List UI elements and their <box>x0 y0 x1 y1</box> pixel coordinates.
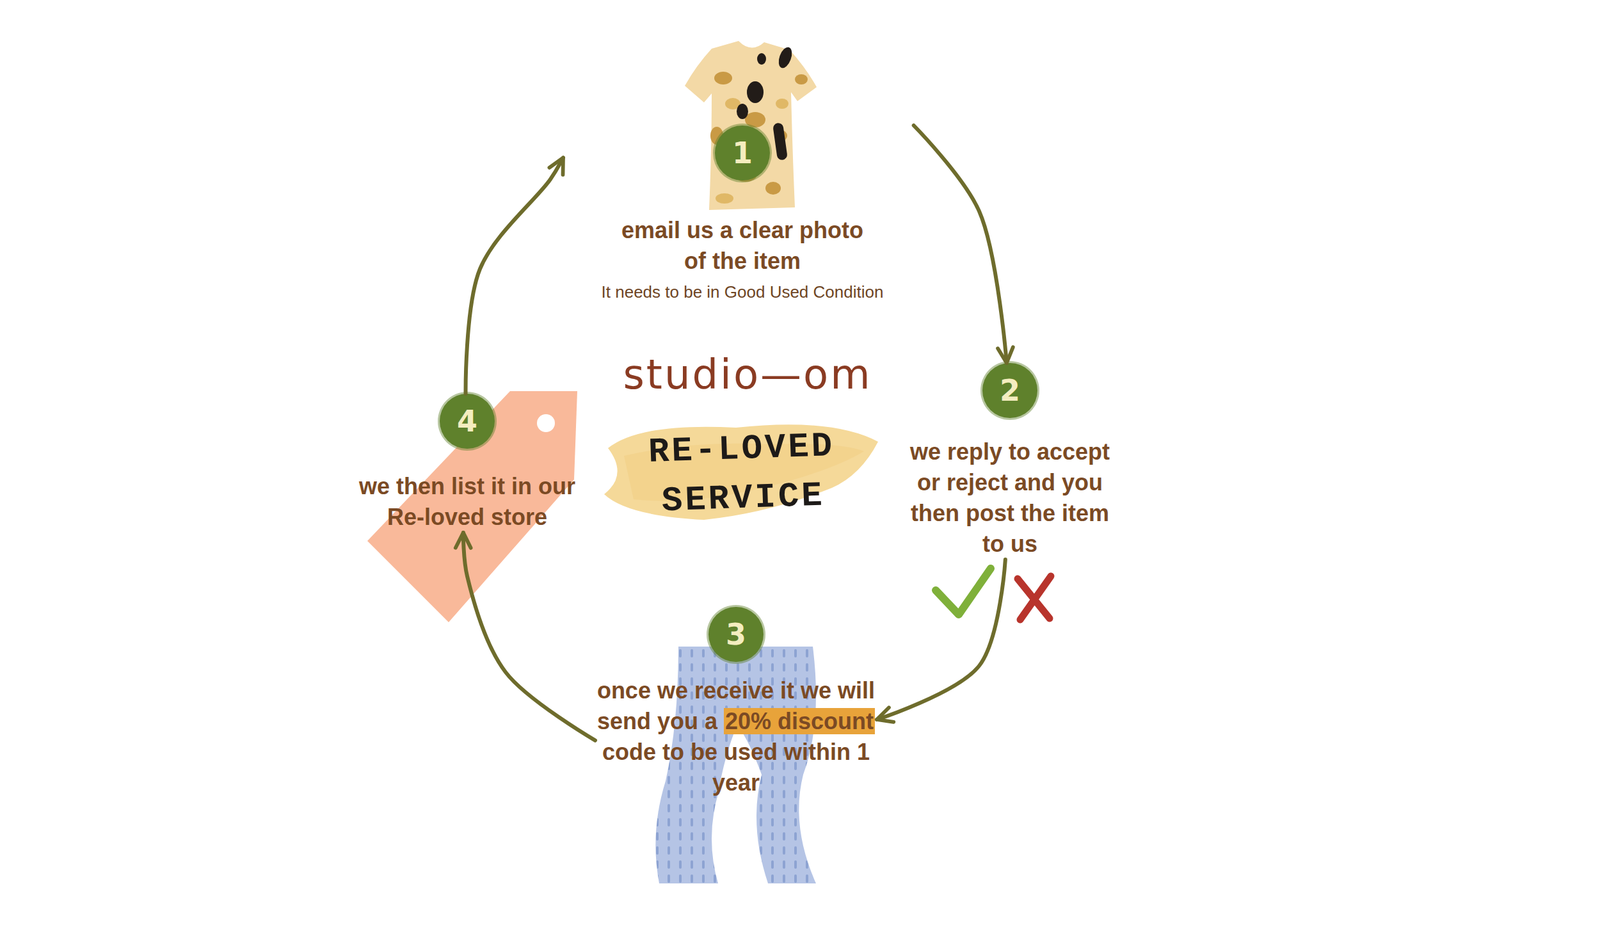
callout-number: 4 <box>456 406 478 436</box>
service-stamp: RE-LOVED SERVICE <box>618 419 866 527</box>
step-badge: 2 <box>982 362 1038 418</box>
callout-number: 1 <box>732 138 753 168</box>
brand-logo: studio—om <box>622 350 872 399</box>
process-step: 2 we reply to accept or reject and you th… <box>904 362 1116 560</box>
step-badge: 3 <box>708 606 764 662</box>
step-text: we then list it in our Re-loved store <box>342 471 592 533</box>
reject-cross <box>1017 576 1051 620</box>
step-badge: 4 <box>439 393 495 449</box>
tshirt-spot <box>772 122 788 161</box>
process-step: 3 once we receive it we will send you a 2… <box>595 606 877 799</box>
flow-arrow <box>876 559 1006 720</box>
flow-arrow <box>465 157 564 394</box>
step-text: email us a clear photo of the item <box>614 215 871 277</box>
tshirt-spot <box>715 193 734 204</box>
flow-arrow <box>913 125 1007 363</box>
tshirt-spot <box>794 74 808 85</box>
step-text: once we receive it we will send you a 20… <box>595 675 877 799</box>
tshirt-spot <box>714 71 733 85</box>
flow-arrow <box>463 532 596 741</box>
tshirt-illustration <box>684 40 817 210</box>
process-step: 1 email us a clear photo of the item It ne… <box>563 125 922 304</box>
step-badge: 1 <box>714 125 770 181</box>
accept-check <box>935 568 991 615</box>
tshirt-spot <box>765 181 781 195</box>
tag-hole <box>536 414 555 432</box>
process-step: 4 we then list it in our Re-loved store <box>342 393 592 533</box>
tshirt-spot <box>775 98 789 109</box>
tshirt-spot <box>744 112 766 128</box>
step-text: we reply to accept or reject and you the… <box>904 436 1116 560</box>
tshirt-spot <box>736 103 749 120</box>
tshirt-spot <box>757 53 767 65</box>
callout-number: 2 <box>999 375 1021 406</box>
tshirt-spot <box>746 81 764 104</box>
tshirt-body <box>684 40 817 210</box>
step-note: It needs to be in Good Used Condition <box>601 280 884 304</box>
callout-number: 3 <box>725 619 747 649</box>
tshirt-spot <box>776 45 795 70</box>
highlight-mark: 20% discount <box>723 707 875 735</box>
